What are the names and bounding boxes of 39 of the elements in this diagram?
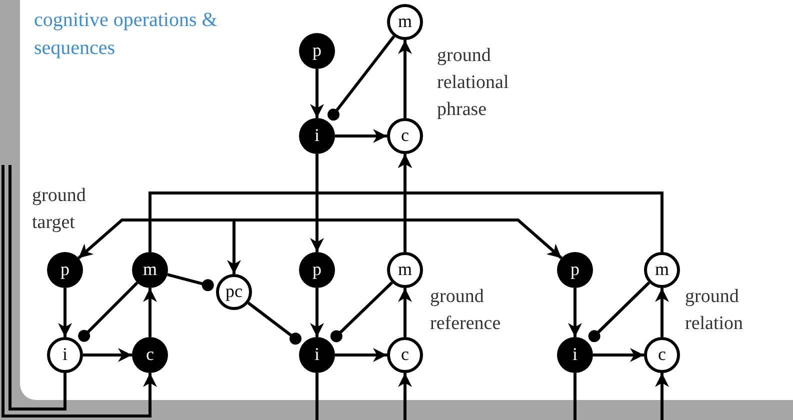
group-label: ground relation <box>685 285 744 336</box>
operation-letter: p <box>312 260 322 280</box>
operation-letter: c <box>401 344 409 366</box>
operation-letter: p <box>312 40 322 62</box>
connector-arrow <box>2 165 157 418</box>
connector-arrow <box>398 40 412 118</box>
operation-letter: c <box>658 344 666 366</box>
group-label: ground relational phrase <box>437 44 510 122</box>
operation-letter: m <box>398 260 412 280</box>
connector-arrow <box>335 348 387 362</box>
operation-letter: m <box>398 12 412 32</box>
connector-arrow <box>316 154 562 260</box>
operation-letter: i <box>62 344 68 366</box>
connector-arrow <box>655 373 669 420</box>
connector-arrow <box>398 288 412 337</box>
operation-letter: pc <box>226 282 242 302</box>
connector-arrow <box>310 69 324 118</box>
operation-letter: m <box>654 260 669 280</box>
connector-arrow <box>398 154 664 252</box>
connector-arrow <box>335 129 387 143</box>
operation-letter: p <box>60 260 70 280</box>
operation-letter: i <box>572 344 578 366</box>
operation-letter: p <box>570 260 580 280</box>
group-label: ground reference <box>430 285 502 336</box>
connector-arrow <box>310 288 324 337</box>
operation-letter: i <box>314 126 320 146</box>
connector-arrow <box>58 288 72 337</box>
operation-letter: m <box>142 260 157 280</box>
operation-letter: c <box>146 344 154 366</box>
connector-arrow <box>143 288 157 337</box>
connector-arrow <box>593 348 644 362</box>
connector-arrow <box>655 288 669 337</box>
connector-arrow <box>568 288 582 337</box>
group-label: ground target <box>32 184 87 235</box>
operation-letter: c <box>401 126 409 146</box>
title: cognitive operations & sequences <box>34 8 218 61</box>
connector-arrow <box>398 373 412 420</box>
connector-arrow <box>83 348 132 362</box>
operation-letter: i <box>314 344 320 366</box>
